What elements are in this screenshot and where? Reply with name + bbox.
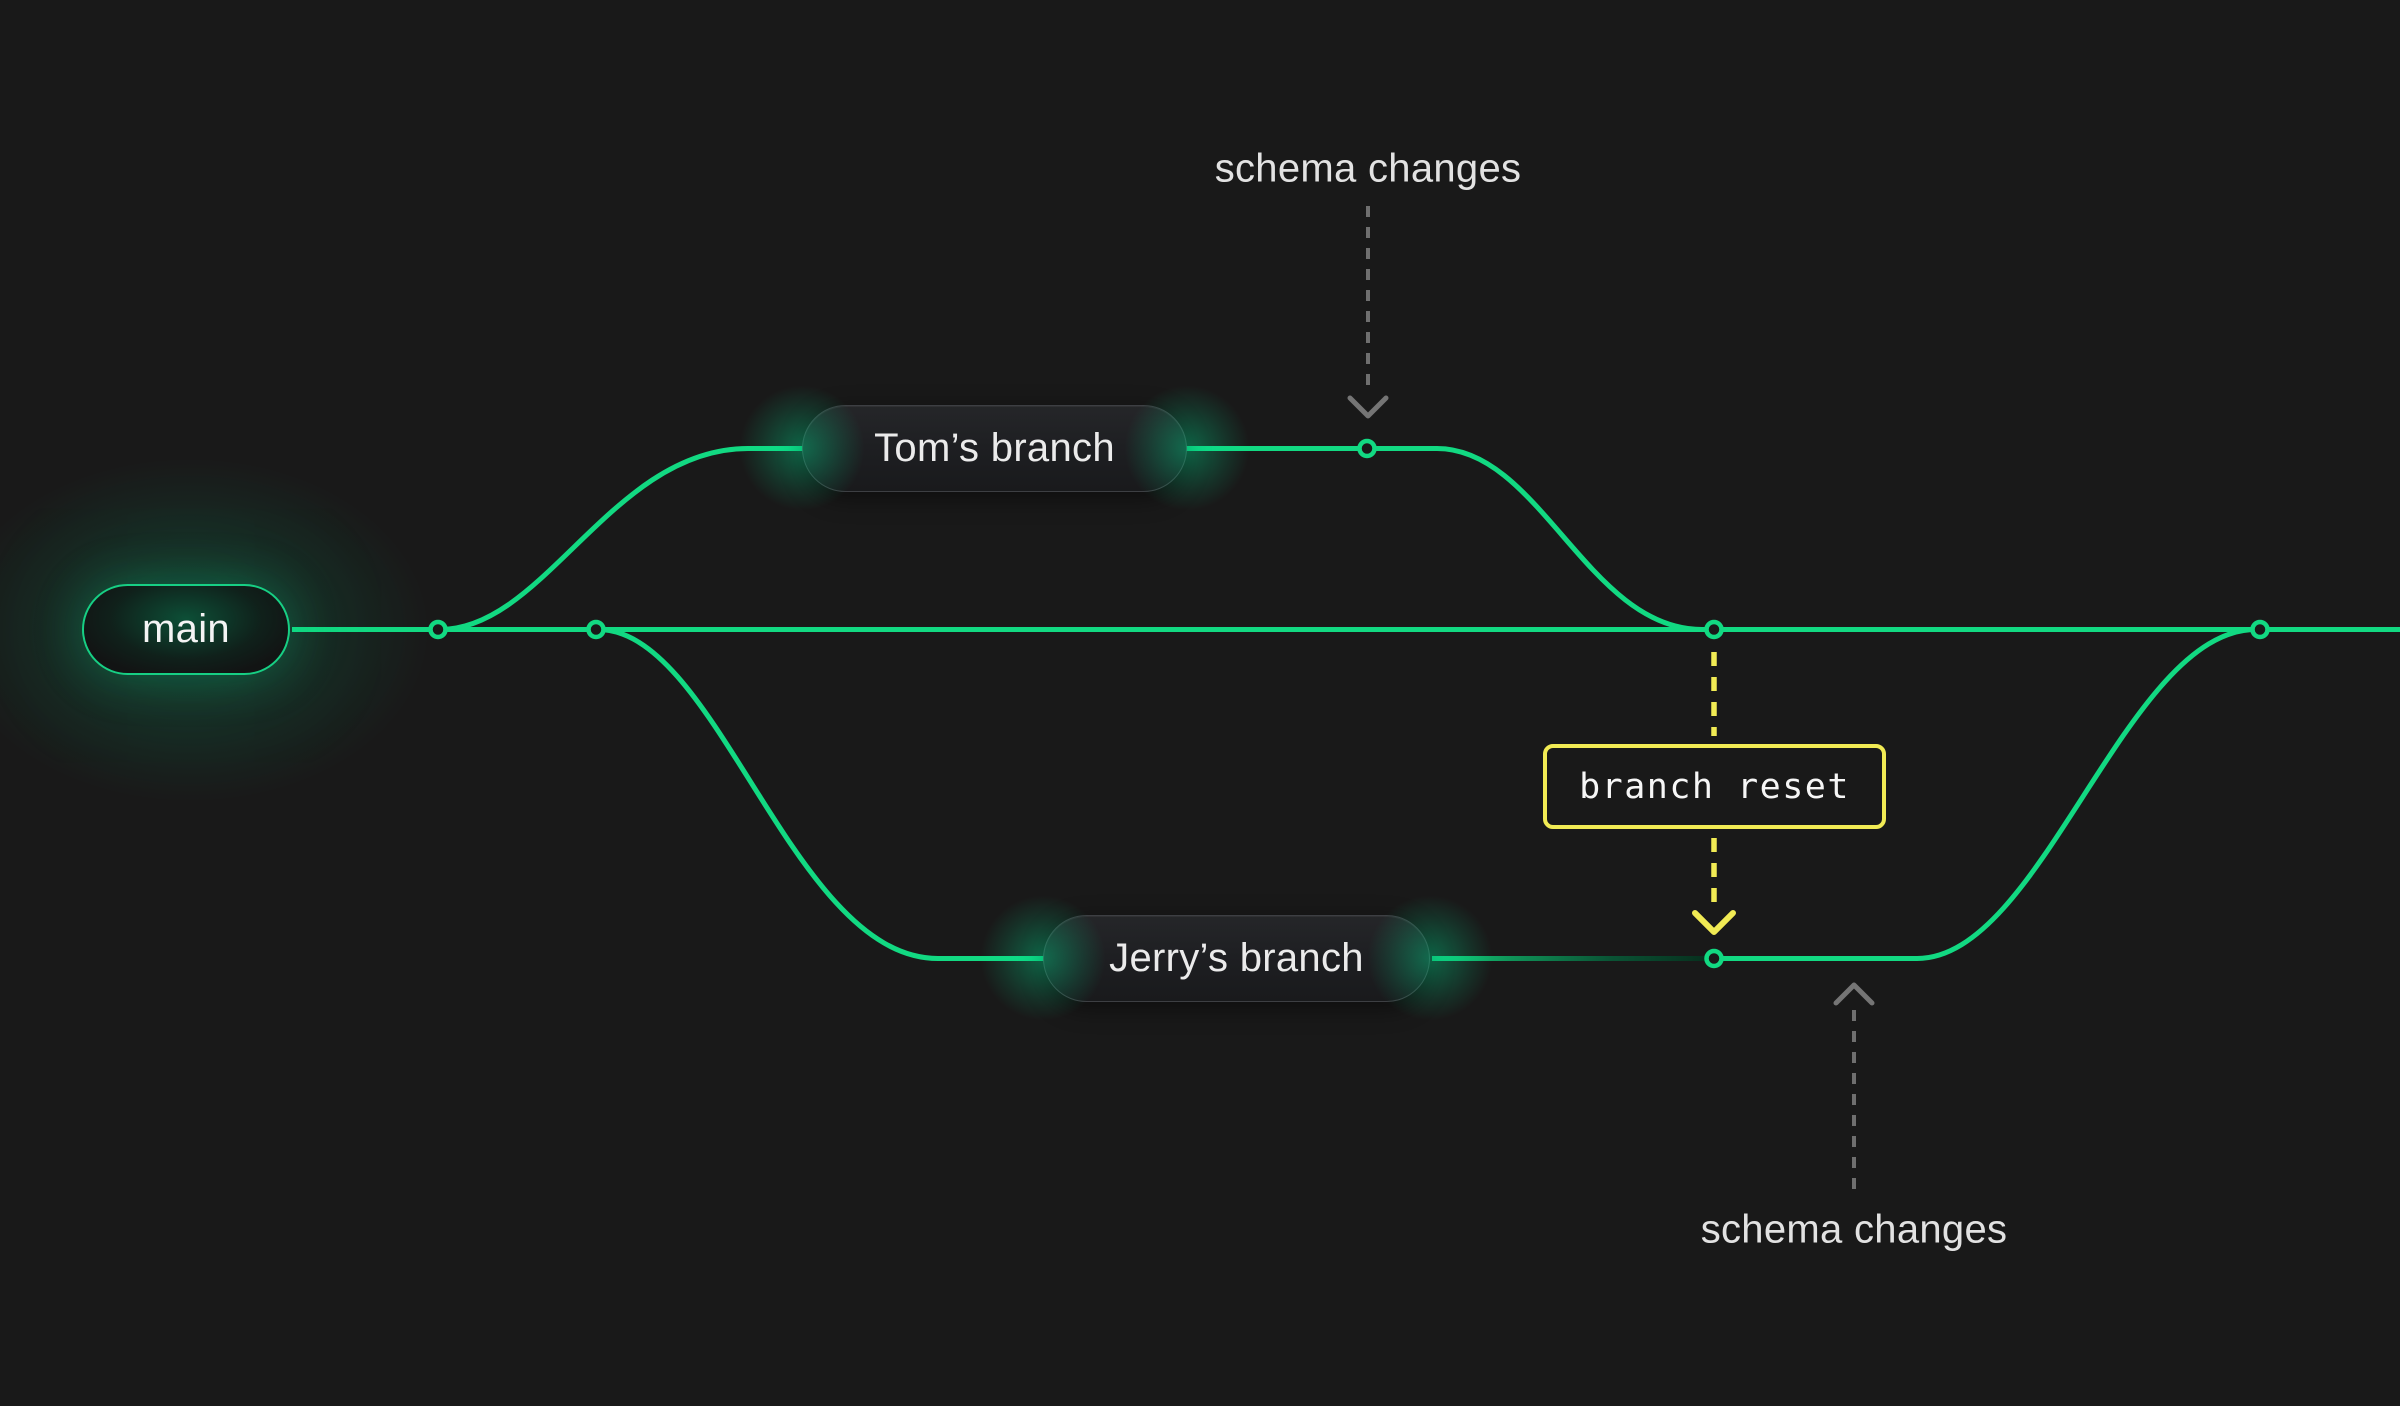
tom-branch-label: Tom’s branch: [874, 426, 1115, 470]
branch-reset-label: branch reset: [1579, 766, 1850, 807]
jerry-branch-label: Jerry’s branch: [1109, 936, 1364, 980]
commit-dot-main-fork-jerry: [586, 619, 606, 640]
arrow-up-icon: [1833, 982, 1875, 1006]
tom-branch-pill: Tom’s branch: [802, 405, 1187, 492]
arrow-down-yellow-icon: [1692, 910, 1736, 935]
main-branch-pill: main: [82, 584, 290, 675]
commit-dot-main-merge: [2250, 619, 2270, 640]
tom-branch-merge-curve: [1185, 446, 1703, 632]
schema-changes-bottom-label: schema changes: [1700, 1207, 2008, 1252]
main-branch-label: main: [142, 607, 230, 651]
commit-dot-main-fork-tom: [428, 619, 448, 640]
jerry-branch-merge-curve: [1716, 627, 2257, 961]
commit-dot-jerry-reset-target: [1704, 948, 1724, 969]
schema-changes-top-label: schema changes: [1214, 146, 1522, 191]
arrow-down-icon: [1347, 395, 1389, 419]
commit-dot-tom-schema-change: [1357, 438, 1377, 459]
branch-reset-box: branch reset: [1543, 744, 1886, 829]
jerry-branch-fork-curve: [597, 627, 1046, 961]
commit-dot-main-reset-source: [1704, 619, 1724, 640]
tom-branch-fork-curve: [439, 446, 806, 632]
jerry-branch-pill: Jerry’s branch: [1043, 915, 1430, 1002]
